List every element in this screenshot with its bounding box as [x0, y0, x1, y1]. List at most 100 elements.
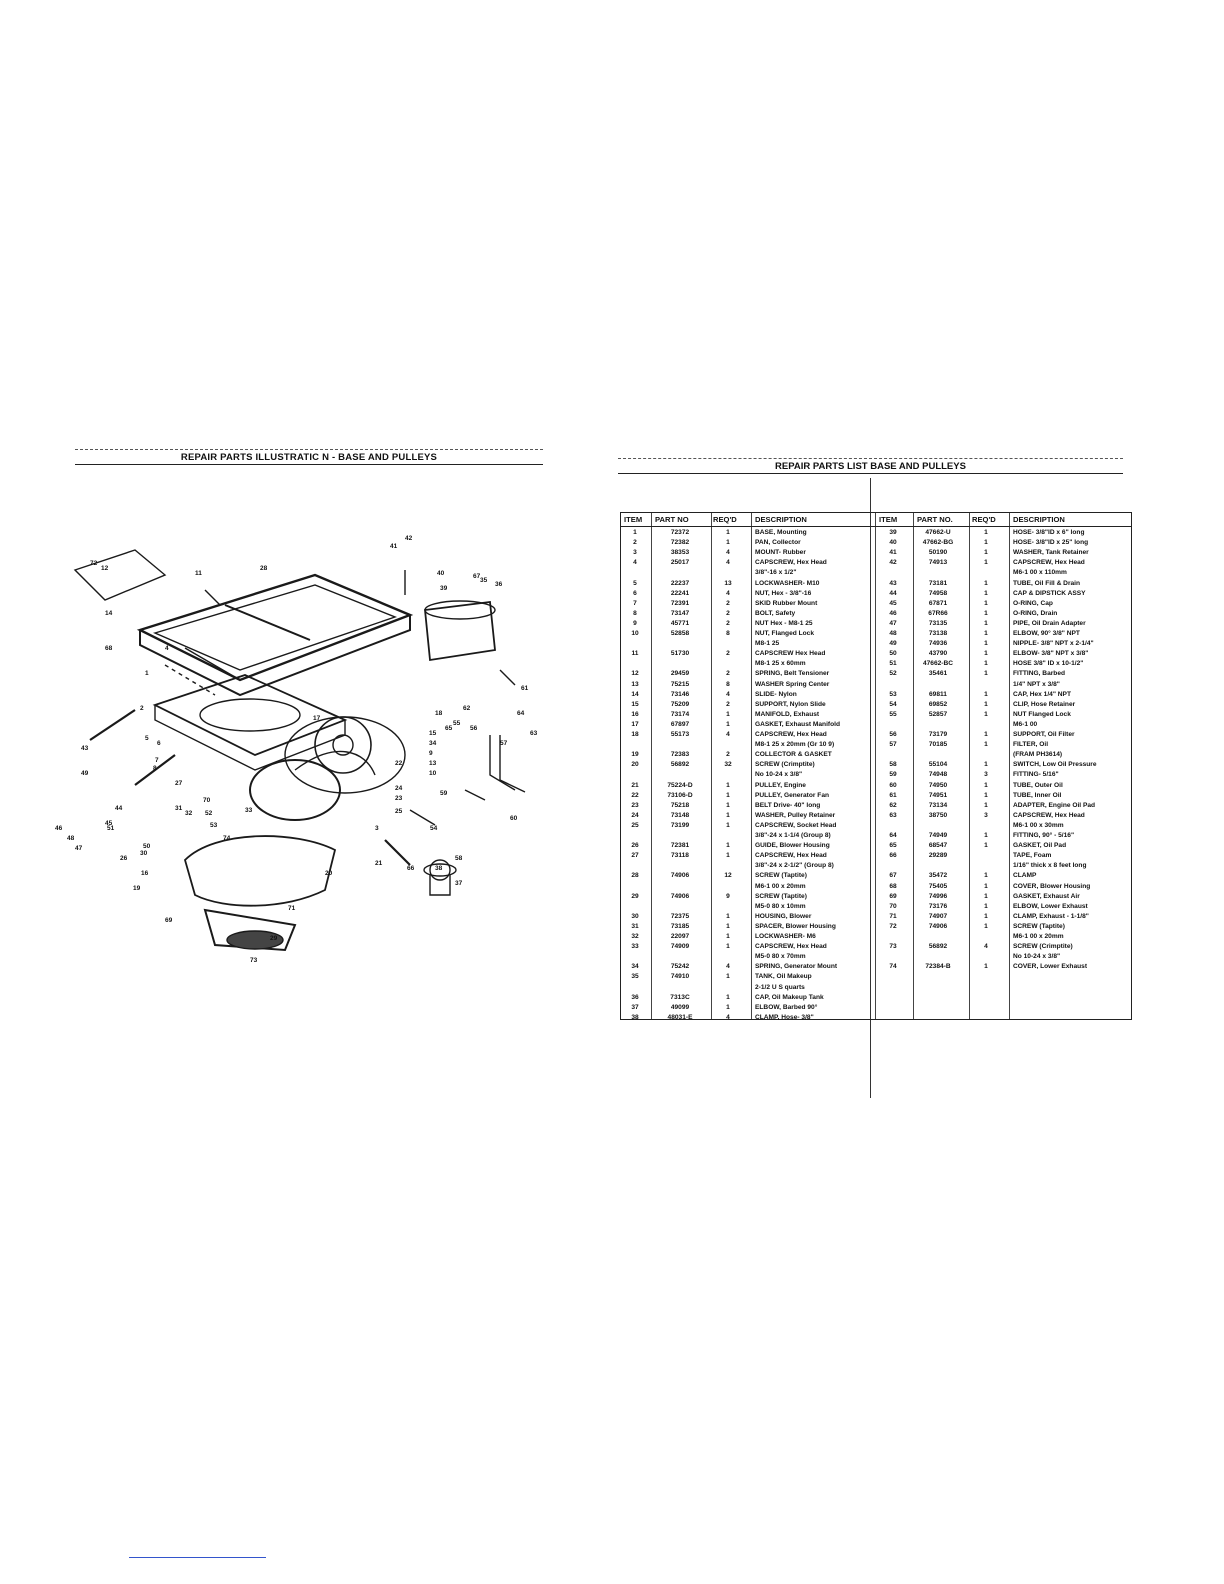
quantity-required: 1: [984, 710, 988, 718]
part-description: ELBOW, Barbed 90°: [755, 1003, 818, 1011]
callout-16: 16: [141, 870, 149, 877]
header-part-no: PART NO.: [917, 515, 953, 524]
item-number: 70: [889, 902, 897, 910]
item-number: 48: [889, 630, 897, 637]
quantity-required: 1: [726, 801, 730, 809]
quantity-required: 8: [726, 680, 730, 688]
parts-row: 3/8"-24 x 2-1/2" (Group 8): [621, 862, 871, 869]
part-description: MANIFOLD, Exhaust: [755, 710, 820, 718]
quantity-required: 3: [984, 811, 988, 819]
callout-61: 61: [521, 685, 529, 692]
item-number: 37: [631, 1003, 639, 1011]
parts-row: M8-1 25 x 20mm (Gr 10 9): [621, 741, 871, 748]
part-number: 74906: [670, 892, 690, 900]
part-description: M8-1 25 x 60mm: [755, 660, 806, 668]
callout-64: 64: [517, 710, 525, 717]
part-description: NIPPLE- 3/8" NPT x 2-1/4": [1013, 640, 1094, 648]
header-rule: [621, 526, 1131, 527]
quantity-required: 1: [984, 579, 988, 587]
callout-24: 24: [395, 785, 403, 792]
item-number: 28: [631, 872, 639, 880]
part-description: CAPSCREW, Hex Head: [755, 559, 827, 567]
quantity-required: 32: [724, 761, 732, 769]
part-description: ADAPTER, Engine Oil Pad: [1013, 801, 1096, 809]
item-number: 50: [889, 650, 897, 658]
part-description: GASKET, Exhaust Air: [1013, 892, 1080, 900]
part-number: 73174: [670, 710, 690, 718]
part-description: M6-1 00: [1013, 720, 1038, 728]
quantity-required: 4: [726, 1013, 730, 1021]
part-description: HOSE 3/8" ID x 10-1/2": [1013, 660, 1084, 668]
part-description: SLIDE- Nylon: [755, 690, 797, 698]
callout-12: 12: [101, 565, 109, 572]
quantity-required: 1: [726, 821, 730, 829]
callout-36: 36: [495, 581, 503, 588]
item-number: 62: [889, 801, 897, 809]
callout-35: 35: [480, 577, 488, 584]
callout-41: 41: [390, 543, 398, 550]
part-description: ELBOW, 90° 3/8" NPT: [1013, 630, 1080, 637]
item-number: 29: [631, 892, 639, 900]
part-number: 29289: [928, 852, 948, 860]
part-description: WASHER Spring Center: [755, 680, 830, 688]
part-number: 75218: [670, 801, 690, 809]
callout-49: 49: [81, 770, 89, 777]
quantity-required: 1: [984, 589, 988, 597]
quantity-required: 1: [726, 539, 730, 547]
part-description: M8-1 25: [755, 640, 780, 648]
col-divider: [751, 513, 752, 1019]
parts-list-title: REPAIR PARTS LIST BASE AND PULLEYS: [775, 461, 966, 472]
part-description: FITTING- 5/16": [1013, 771, 1059, 779]
part-description: M6-1 00 x 20mm: [1013, 933, 1064, 940]
col-divider: [875, 513, 876, 1019]
part-number: 72391: [670, 599, 690, 607]
quantity-required: 1: [984, 640, 988, 648]
item-number: 58: [889, 761, 897, 769]
part-number: 43790: [928, 650, 948, 658]
callout-20: 20: [325, 870, 333, 877]
callout-50: 50: [143, 843, 151, 850]
part-description: PULLEY, Generator Fan: [755, 791, 830, 799]
quantity-required: 1: [984, 791, 988, 799]
callout-45: 45: [105, 820, 113, 827]
item-number: 2: [633, 539, 637, 547]
part-number: 47662-BC: [922, 660, 954, 668]
part-number: 74910: [670, 973, 690, 981]
item-number: 24: [631, 811, 639, 819]
callout-52: 52: [205, 810, 213, 817]
item-number: 15: [631, 700, 639, 708]
part-description: TUBE, Oil Fill & Drain: [1013, 579, 1081, 587]
part-description: SUPPORT, Nylon Slide: [755, 700, 826, 708]
callout-46: 46: [55, 825, 63, 832]
part-number: 22097: [670, 933, 690, 940]
part-description: CAPSCREW, Hex Head: [1013, 811, 1085, 819]
part-description: COLLECTOR & GASKET: [755, 751, 832, 759]
part-number: 45771: [670, 619, 690, 627]
callout-59: 59: [440, 790, 448, 797]
part-description: BASE, Mounting: [755, 529, 807, 536]
part-description: ELBOW, Lower Exhaust: [1013, 902, 1088, 910]
parts-list-table: ITEM PART NO REQ'D DESCRIPTION ITEM PART…: [620, 512, 1132, 1021]
quantity-required: 1: [984, 700, 988, 708]
part-description: CAPSCREW Hex Head: [755, 650, 826, 658]
item-number: 73: [889, 943, 897, 951]
callout-1: 1: [145, 670, 149, 677]
part-number: 56892: [670, 761, 690, 769]
parts-row: (FRAM PH3614): [879, 751, 1129, 758]
item-number: 40: [889, 539, 897, 547]
parts-row: 3/8"-16 x 1/2": [621, 569, 871, 576]
part-description: HOUSING, Blower: [755, 912, 812, 920]
quantity-required: 1: [984, 599, 988, 607]
callout-55: 55: [453, 720, 461, 727]
item-number: 7: [633, 599, 637, 607]
